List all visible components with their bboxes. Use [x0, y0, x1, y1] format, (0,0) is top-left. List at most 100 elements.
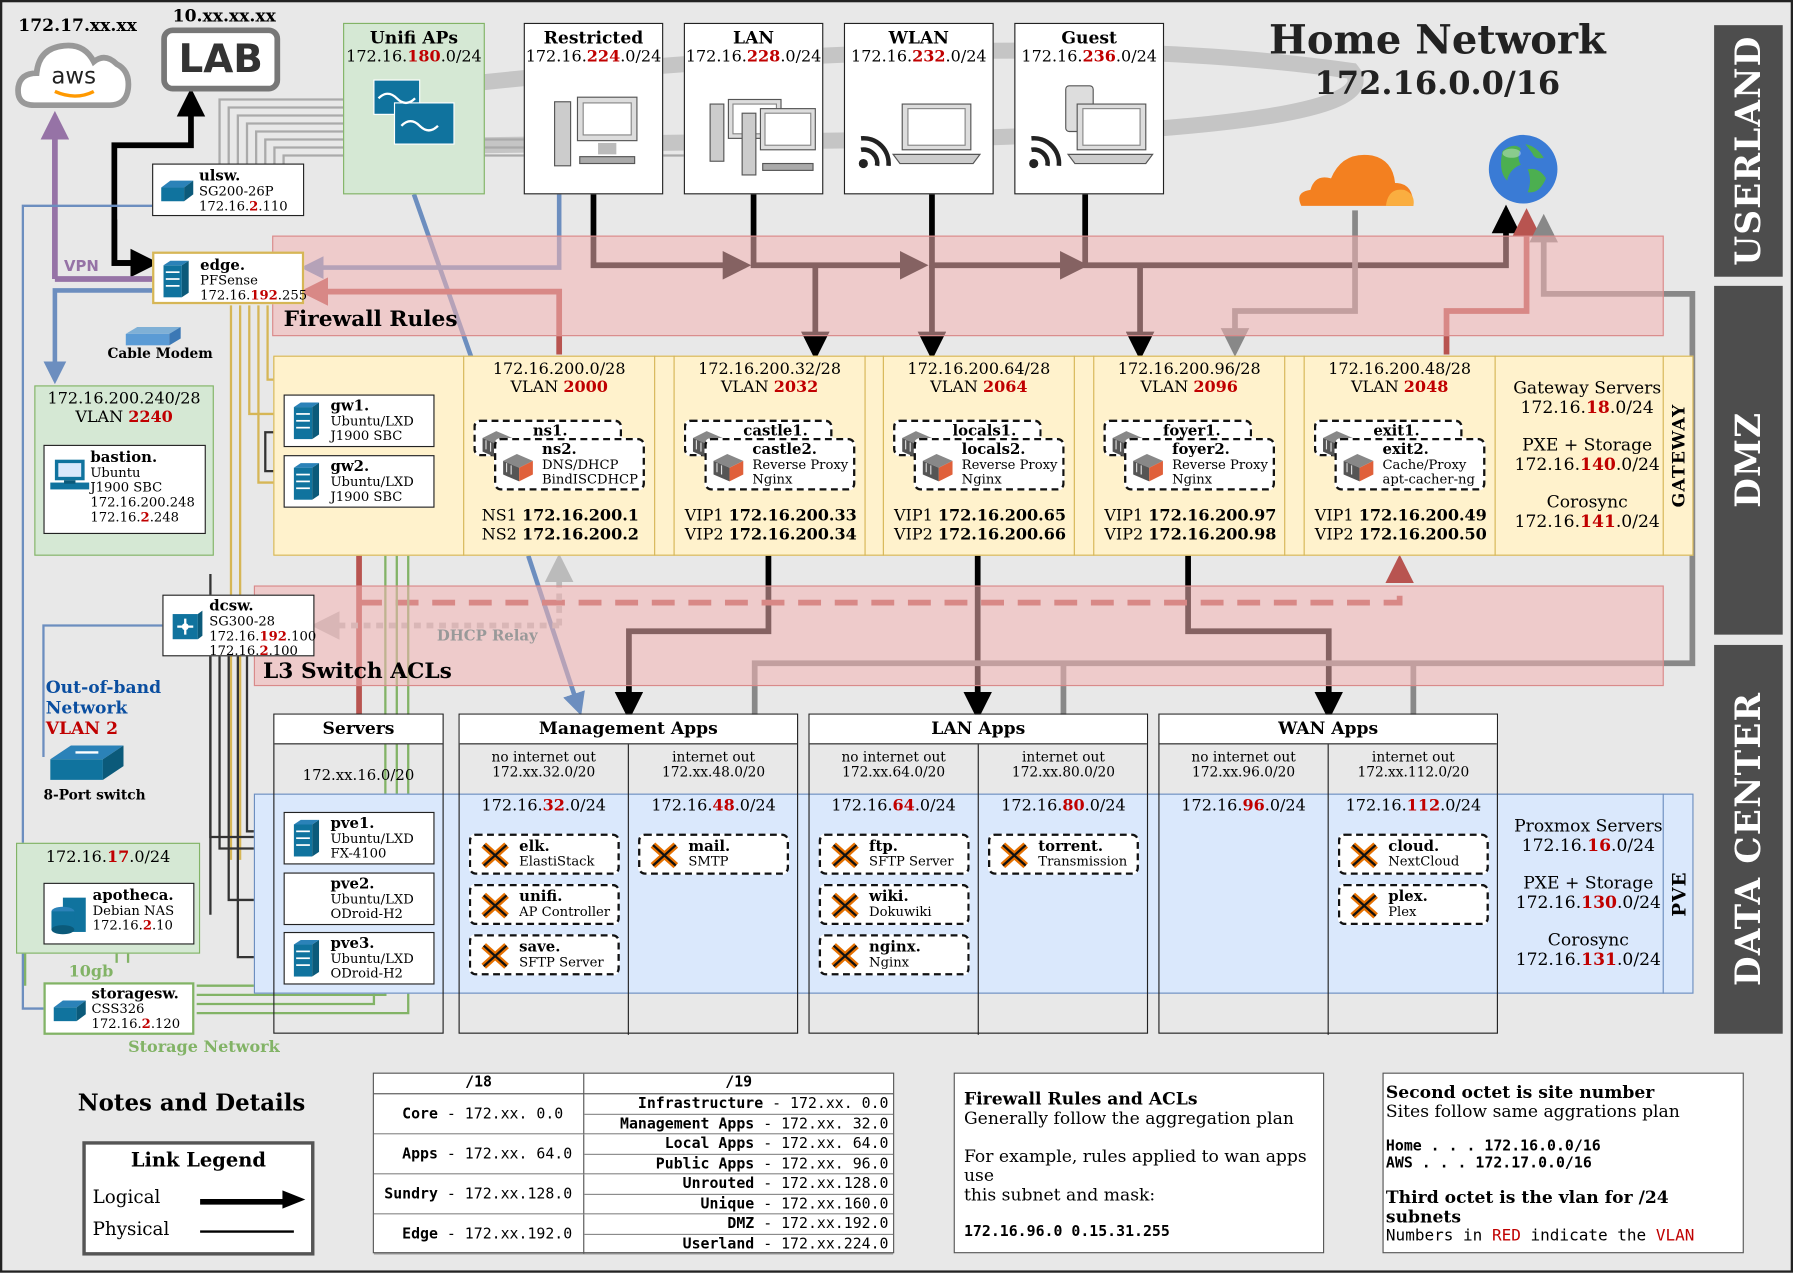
dmz-host-service: Reverse Proxy — [752, 456, 849, 473]
container-icon — [713, 453, 744, 482]
lxd-container-icon — [1000, 842, 1029, 869]
storage-server-icon — [51, 897, 86, 935]
container-icon — [922, 453, 953, 482]
third-octet-red: RED — [1491, 1226, 1521, 1246]
servers-title: Servers — [274, 714, 443, 745]
app-group-title: Management Apps — [459, 714, 798, 745]
storage-network-label: Storage Network — [128, 1038, 280, 1057]
pve3-name: pve3. — [330, 935, 375, 953]
storagesw-ip-post: .120 — [150, 1015, 181, 1032]
dmz-vip1-key: NS1 — [481, 506, 517, 525]
firewall-rules-zone — [272, 235, 1664, 337]
fw-notes-code: 172.16.96.0 0.15.31.255 — [963, 1223, 1170, 1241]
gateway-info-label: Gateway Servers — [1513, 377, 1662, 398]
oob-network-label: Out-of-band Network VLAN 2 — [46, 677, 161, 739]
gateway-pxe-label: PXE + Storage — [1522, 434, 1653, 456]
app-name: plex. — [1388, 888, 1428, 906]
ulsw-model: SG200-26P — [198, 182, 274, 199]
edge-name: edge. — [200, 257, 245, 275]
pve3-os: Ubuntu/LXD — [330, 950, 414, 967]
dmz-band: DMZ — [1714, 285, 1783, 635]
desktop-computers-icon — [709, 98, 816, 176]
dmz-host-service: Reverse Proxy — [961, 456, 1058, 473]
agg19-name: Userland — [682, 1235, 755, 1253]
datacenter-label: DATA CENTER — [1728, 692, 1769, 987]
firewall-rules-label: Firewall Rules — [283, 306, 458, 332]
fw-notes-line3: this subnet and mask: — [963, 1184, 1156, 1206]
dcsw-ip1-octet: 192 — [259, 627, 287, 644]
firewall-server-icon — [163, 260, 189, 298]
dmz-vip2-key: VIP2 — [893, 526, 933, 545]
apotheca-nas: apotheca. Debian NAS 172.16.2.10 — [43, 882, 195, 945]
dcsw-ip1-pre: 172.16. — [209, 627, 260, 644]
third-octet-title: Third octet is the vlan for /24 subnets — [1385, 1186, 1669, 1227]
agg19-name: Management Apps — [619, 1115, 755, 1133]
pve-info: Proxmox Servers 172.16.16.0/24 PXE + Sto… — [1514, 816, 1663, 969]
notes-title: Notes and Details — [77, 1088, 306, 1117]
dmz-host-1-name: castle1. — [743, 423, 808, 441]
pve-servers-label: Proxmox Servers — [1514, 815, 1663, 836]
dmz-vip1-value: 172.16.200.49 — [1358, 506, 1487, 525]
lan-vlan-box: LAN 172.16.228.0/24 — [683, 22, 824, 195]
storagesw-switch: storagesw. CSS326 172.16.2.120 — [43, 982, 195, 1035]
restricted-ip-octet: 224 — [586, 48, 621, 67]
dmz-host-software: BindISCDHCP — [542, 471, 638, 488]
agg19-row: Infrastructure - 172.xx. 0.0 — [584, 1094, 894, 1115]
apotheca-ip-octet: 2 — [142, 917, 152, 934]
gateway-corosync-post: .0/24 — [1615, 511, 1660, 532]
physical-line-icon — [200, 1230, 294, 1233]
cable-modem-label: Cable Modem — [107, 345, 213, 362]
apotheca-name: apotheca. — [92, 887, 174, 905]
dmz-vip1-value: 172.16.200.65 — [937, 506, 1067, 525]
container-icon — [1133, 453, 1163, 482]
agg18-row: Edge - 172.xx.192.0 — [373, 1214, 585, 1255]
fw-notes-line1: Generally follow the aggregation plan — [963, 1108, 1294, 1129]
agg18-name: Sundry — [384, 1185, 438, 1203]
server-icon — [293, 819, 320, 857]
app-column-cidr: 172.xx.48.0/20 — [662, 763, 766, 780]
app-desc: SFTP Server — [869, 853, 954, 870]
app-name: elk. — [519, 838, 550, 856]
aws-cloud-icon: aws — [14, 37, 134, 112]
dmz-host-software: apt-cacher-ng — [1382, 471, 1475, 488]
dcsw-ip1-post: .100 — [286, 627, 317, 644]
dmz-vlan-number: 2048 — [1403, 378, 1449, 397]
app-desc: ElastiStack — [519, 853, 595, 870]
app-card: unifi.AP Controller — [468, 883, 620, 926]
firewall-notes: Firewall Rules and ACLs Generally follow… — [953, 1072, 1325, 1254]
dcsw-ip2-post: .100 — [268, 642, 298, 659]
dmz-vlan-prefix: VLAN — [720, 378, 774, 397]
lab-ip: 10.xx.xx.xx — [172, 5, 276, 27]
gw2-hw: J1900 SBC — [330, 488, 403, 505]
app-subnet-pre: 172.16. — [1001, 797, 1063, 816]
l3-acl-label: L3 Switch ACLs — [263, 658, 452, 684]
dmz-vip2-value: 172.16.200.2 — [521, 526, 639, 545]
wlan-title: WLAN — [888, 27, 949, 49]
lan-ip-pre: 172.16. — [685, 48, 747, 67]
wlan-vlan-box: WLAN 172.16.232.0/24 — [843, 22, 994, 195]
dmz-host-1-name: locals1. — [952, 423, 1017, 441]
pve-pxe-post: .0/24 — [1616, 891, 1661, 913]
app-column-cidr: 172.xx.112.0/20 — [1357, 763, 1470, 780]
agg18-name: Core — [402, 1105, 438, 1123]
gateway-corosync-label: Corosync — [1546, 491, 1628, 513]
third-octet-mid: indicate the — [1520, 1226, 1656, 1246]
servers-cidr: 172.xx.16.0/20 — [302, 767, 415, 785]
pve-pxe-pre: 172.16. — [1515, 891, 1582, 913]
access-point-icon — [373, 79, 455, 145]
workstation-icon — [50, 459, 90, 490]
dmz-host-2-name: foyer2. — [1172, 441, 1230, 459]
dcsw-ip2-pre: 172.16. — [209, 642, 260, 659]
app-subnet-post: .0/24 — [1084, 797, 1126, 816]
unifi-ip-post: .0/24 — [440, 48, 482, 67]
app-card: elk.ElastiStack — [468, 833, 620, 875]
storage-zone-pre: 172.16. — [45, 848, 107, 867]
dmz-vlan-number: 2000 — [563, 378, 608, 397]
dmz-host-2-name: exit2. — [1382, 441, 1429, 459]
